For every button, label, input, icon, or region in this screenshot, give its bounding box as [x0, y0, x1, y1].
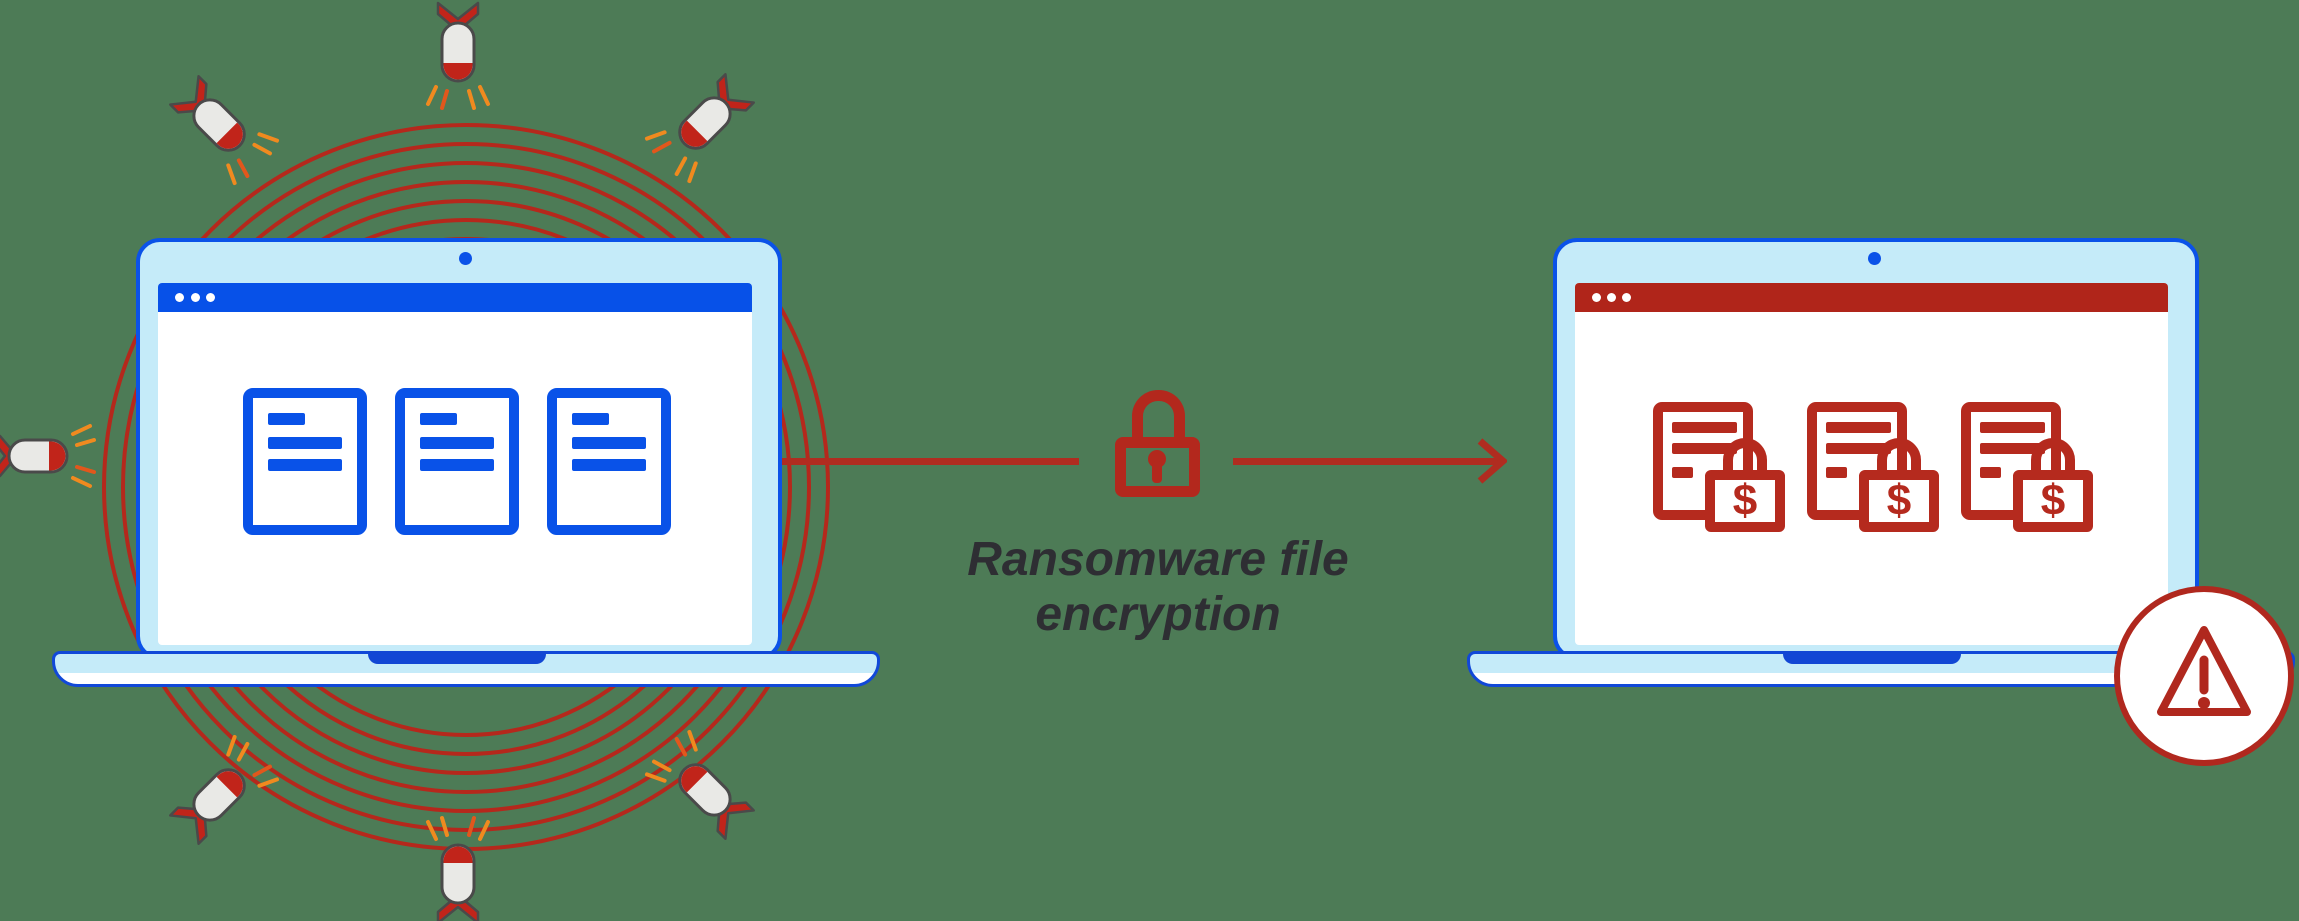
warning-triangle-icon — [2157, 626, 2251, 716]
document-text-line — [268, 459, 342, 471]
bomb-icon — [160, 66, 284, 190]
window-button-dot — [206, 293, 215, 302]
warning-badge — [2114, 586, 2294, 766]
document-text-line — [1826, 467, 1847, 478]
dollar-lock-icon: $ — [1859, 470, 1939, 532]
document-text-line — [1826, 443, 1891, 454]
bomb-icon — [0, 424, 96, 488]
bomb-icon — [426, 816, 490, 921]
arrowhead-icon — [1477, 438, 1507, 484]
document-text-line — [1672, 467, 1693, 478]
dollar-sign: $ — [1886, 476, 1912, 525]
document-text-line — [420, 459, 494, 471]
window-button-dot — [191, 293, 200, 302]
dollar-lock-icon: $ — [2013, 470, 2093, 532]
window-button-dot — [1622, 293, 1631, 302]
document-text-line — [1826, 422, 1891, 433]
document-text-line — [268, 437, 342, 449]
keyhole-icon — [1152, 461, 1162, 483]
padlock-shackle — [2031, 438, 2075, 480]
document-text-line — [268, 413, 305, 425]
document-text-line — [420, 437, 494, 449]
arrow-line-right — [1233, 458, 1498, 465]
document-text-line — [572, 413, 609, 425]
document-text-line — [572, 459, 646, 471]
laptop-hinge-notch — [1783, 651, 1961, 664]
browser-titlebar — [1575, 283, 2168, 312]
document-text-line — [420, 413, 457, 425]
bomb-icon — [426, 1, 490, 110]
window-button-dot — [1592, 293, 1601, 302]
dollar-sign: $ — [1732, 476, 1758, 525]
padlock-shackle — [1877, 438, 1921, 480]
bomb-icon — [639, 64, 763, 188]
document-text-line — [1980, 467, 2001, 478]
webcam-dot — [1868, 252, 1881, 265]
dollar-sign: $ — [2040, 476, 2066, 525]
document-text-line — [572, 437, 646, 449]
document-text-line — [1672, 443, 1737, 454]
browser-titlebar — [158, 283, 752, 312]
window-button-dot — [1607, 293, 1616, 302]
laptop-hinge-notch — [368, 651, 546, 664]
document-text-line — [1672, 422, 1737, 433]
document-text-line — [1980, 443, 2045, 454]
document-icon — [395, 388, 519, 535]
document-icon — [243, 388, 367, 535]
padlock-shackle — [1723, 438, 1767, 480]
caption-label: Ransomware file encryption — [967, 533, 1349, 641]
dollar-lock-icon: $ — [1705, 470, 1785, 532]
arrow-line-left — [779, 458, 1079, 465]
webcam-dot — [459, 252, 472, 265]
document-text-line — [1980, 422, 2045, 433]
document-icon — [547, 388, 671, 535]
padlock-shackle — [1132, 390, 1185, 446]
window-button-dot — [175, 293, 184, 302]
